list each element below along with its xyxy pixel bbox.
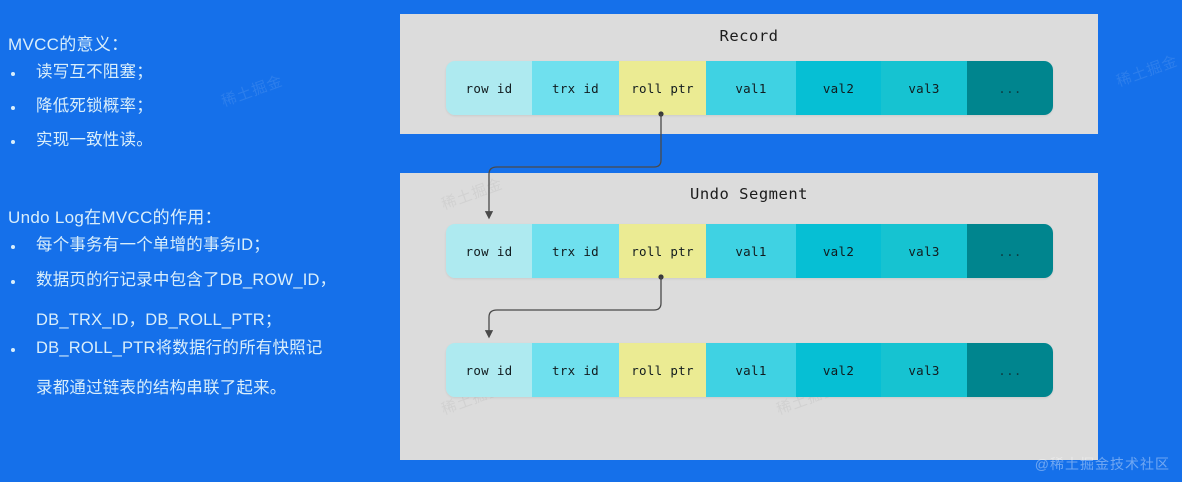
mvcc-section-heading: MVCC的意义： (8, 35, 129, 54)
bullet-dot-icon (11, 280, 15, 284)
bullet-dot-icon (11, 245, 15, 249)
record-row[interactable]: row id trx id roll ptr val1 val2 val3 ..… (446, 343, 1053, 397)
bullet-dot-icon (11, 140, 15, 144)
bullet-dot-icon (11, 106, 15, 110)
cell-roll-ptr[interactable]: roll ptr (619, 61, 706, 115)
cell-ellipsis[interactable]: ... (967, 61, 1053, 115)
cell-trx-id[interactable]: trx id (532, 343, 619, 397)
cell-val3[interactable]: val3 (881, 343, 967, 397)
ghost-watermark: 稀土掘金 (1114, 52, 1181, 91)
bullet-dot-icon (11, 72, 15, 76)
cell-val3[interactable]: val3 (881, 224, 967, 278)
cell-row-id[interactable]: row id (446, 343, 532, 397)
cell-ellipsis[interactable]: ... (967, 224, 1053, 278)
cell-val2[interactable]: val2 (796, 224, 881, 278)
undo-segment-panel: 稀土掘金 稀土掘金 稀土掘金 (400, 173, 1098, 460)
cell-trx-id[interactable]: trx id (532, 224, 619, 278)
list-item-label: 数据页的行记录中包含了DB_ROW_ID， (36, 271, 337, 289)
cell-roll-ptr[interactable]: roll ptr (619, 343, 706, 397)
cell-row-id[interactable]: row id (446, 224, 532, 278)
cell-val2[interactable]: val2 (796, 61, 881, 115)
corner-watermark: @稀土掘金技术社区 (1034, 456, 1170, 472)
list-item-label: 读写互不阻塞； (36, 63, 153, 81)
cell-roll-ptr[interactable]: roll ptr (619, 224, 706, 278)
cell-val2[interactable]: val2 (796, 343, 881, 397)
cell-val1[interactable]: val1 (706, 61, 796, 115)
list-item: DB_ROLL_PTR将数据行的所有快照记 (8, 340, 392, 357)
cell-val1[interactable]: val1 (706, 343, 796, 397)
left-text-column: MVCC的意义： 读写互不阻塞； 降低死锁概率； 实现一致性读。 Undo Lo… (0, 0, 392, 482)
list-item-label: 实现一致性读。 (36, 131, 153, 149)
list-item-continuation: 录都通过链表的结构串联了起来。 (36, 379, 287, 397)
undo-log-section-heading: Undo Log在MVCC的作用： (8, 208, 222, 227)
record-row[interactable]: row id trx id roll ptr val1 val2 val3 ..… (446, 61, 1053, 115)
list-item-label: DB_ROLL_PTR将数据行的所有快照记 (36, 339, 323, 357)
list-item: 降低死锁概率； (8, 98, 392, 115)
undo-segment-panel-title: Undo Segment (690, 185, 808, 203)
cell-row-id[interactable]: row id (446, 61, 532, 115)
cell-val1[interactable]: val1 (706, 224, 796, 278)
list-item: 每个事务有一个单增的事务ID； (8, 237, 392, 254)
list-item: 实现一致性读。 (8, 132, 392, 149)
list-item: 数据页的行记录中包含了DB_ROW_ID， (8, 272, 392, 289)
list-item-label: 每个事务有一个单增的事务ID； (36, 236, 270, 254)
cell-val3[interactable]: val3 (881, 61, 967, 115)
list-item-label: 降低死锁概率； (36, 97, 153, 115)
record-panel-title: Record (719, 27, 779, 45)
bullet-dot-icon (11, 348, 15, 352)
record-row[interactable]: row id trx id roll ptr val1 val2 val3 ..… (446, 224, 1053, 278)
cell-ellipsis[interactable]: ... (967, 343, 1053, 397)
list-item: 读写互不阻塞； (8, 64, 392, 81)
list-item-continuation: DB_TRX_ID，DB_ROLL_PTR； (36, 311, 282, 329)
cell-trx-id[interactable]: trx id (532, 61, 619, 115)
